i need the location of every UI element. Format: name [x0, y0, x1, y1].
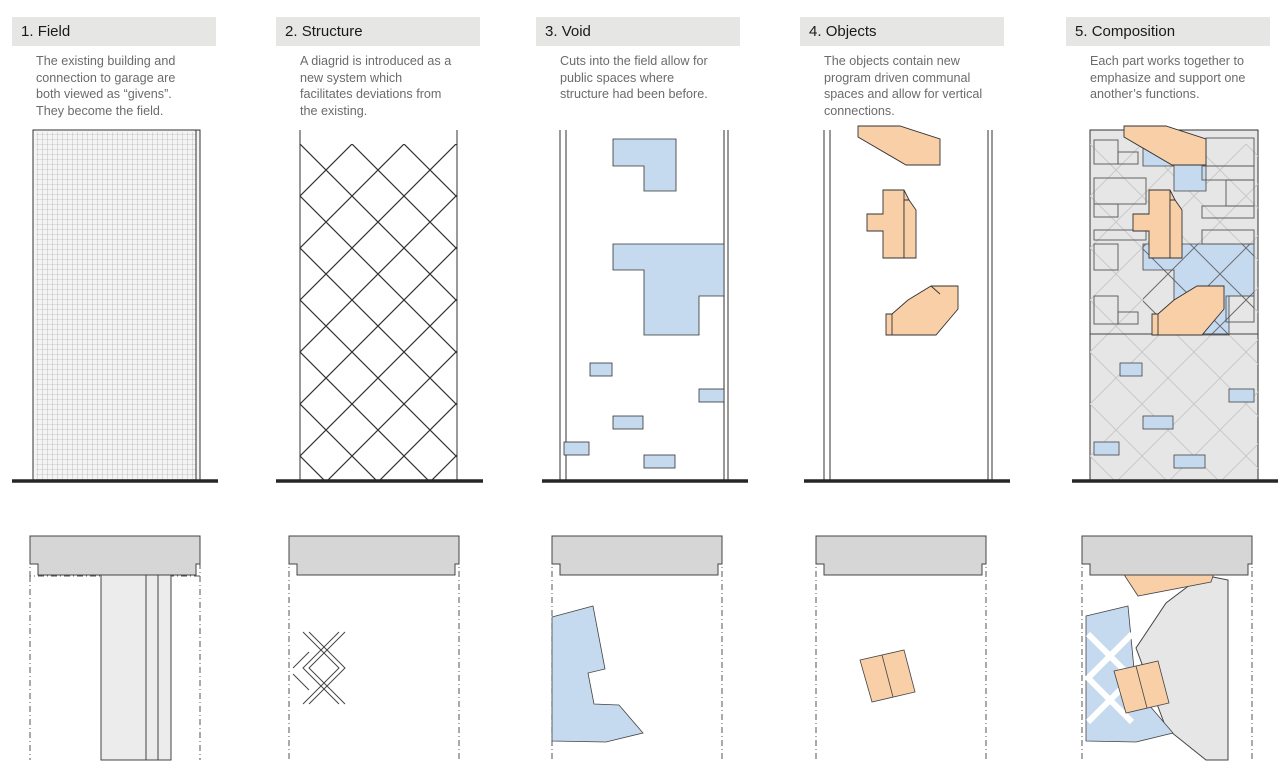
garage-connection	[1081, 535, 1253, 576]
panel-objects: 4. Objects The objects contain new progr…	[800, 0, 1060, 772]
panel-header: 4. Objects	[800, 17, 1004, 46]
field-grid	[36, 132, 196, 480]
void-plan-diagram	[551, 535, 723, 760]
void-elevation-diagram	[542, 130, 748, 483]
composition-elevation-diagram	[1072, 125, 1278, 483]
panel-description: Cuts into the field allow for public spa…	[560, 54, 708, 102]
existing-building-plan	[1135, 574, 1229, 761]
panel-description: The objects contain new program driven c…	[824, 54, 983, 118]
panel-title: Structure	[301, 23, 363, 40]
garage-connection	[288, 535, 460, 576]
garage-connection	[29, 535, 201, 576]
panel-title: Objects	[825, 23, 877, 40]
panel-title: Field	[37, 23, 71, 40]
diagrid-elevation-diagram	[276, 130, 483, 483]
garage-connection	[551, 535, 723, 576]
program-objects	[1123, 125, 1225, 336]
garage-connection	[815, 535, 987, 576]
structure-plan-diagram	[288, 535, 460, 760]
objects-elevation-diagram	[804, 125, 1010, 483]
void-cuts	[563, 138, 725, 469]
panel-description: Each part works together to emphasize an…	[1090, 54, 1246, 102]
panel-header: 2. Structure	[276, 17, 480, 46]
panel-description: The existing building and connection to …	[36, 54, 176, 118]
panel-title: Composition	[1091, 23, 1176, 40]
field-plan-diagram	[29, 535, 201, 761]
panel-header: 5. Composition	[1066, 17, 1270, 46]
composition-plan-diagram	[1081, 535, 1253, 761]
objects-plan-diagram	[815, 535, 987, 760]
panel-structure: 2. Structure A diagrid is introduced as …	[276, 0, 536, 772]
diagrid-structure	[300, 144, 457, 480]
object-plan-shape	[1113, 572, 1215, 714]
panel-void: 3. Void Cuts into the field allow for pu…	[536, 0, 796, 772]
panel-header: 3. Void	[536, 17, 740, 46]
panel-description: A diagrid is introduced as a new system …	[300, 54, 452, 118]
field-elevation-diagram	[12, 129, 218, 483]
panel-composition: 5. Composition Each part works together …	[1066, 0, 1283, 772]
void-plan-shape	[551, 605, 644, 743]
diagrid-plan-members	[292, 631, 346, 705]
panel-field: 1. Field The existing building and conne…	[12, 0, 272, 772]
panel-title: Void	[561, 23, 591, 40]
existing-building-plan	[100, 574, 172, 761]
panel-header: 1. Field	[12, 17, 216, 46]
existing-floor-blocks	[1090, 137, 1258, 335]
object-plan-shape	[859, 649, 916, 703]
program-objects	[857, 125, 959, 336]
